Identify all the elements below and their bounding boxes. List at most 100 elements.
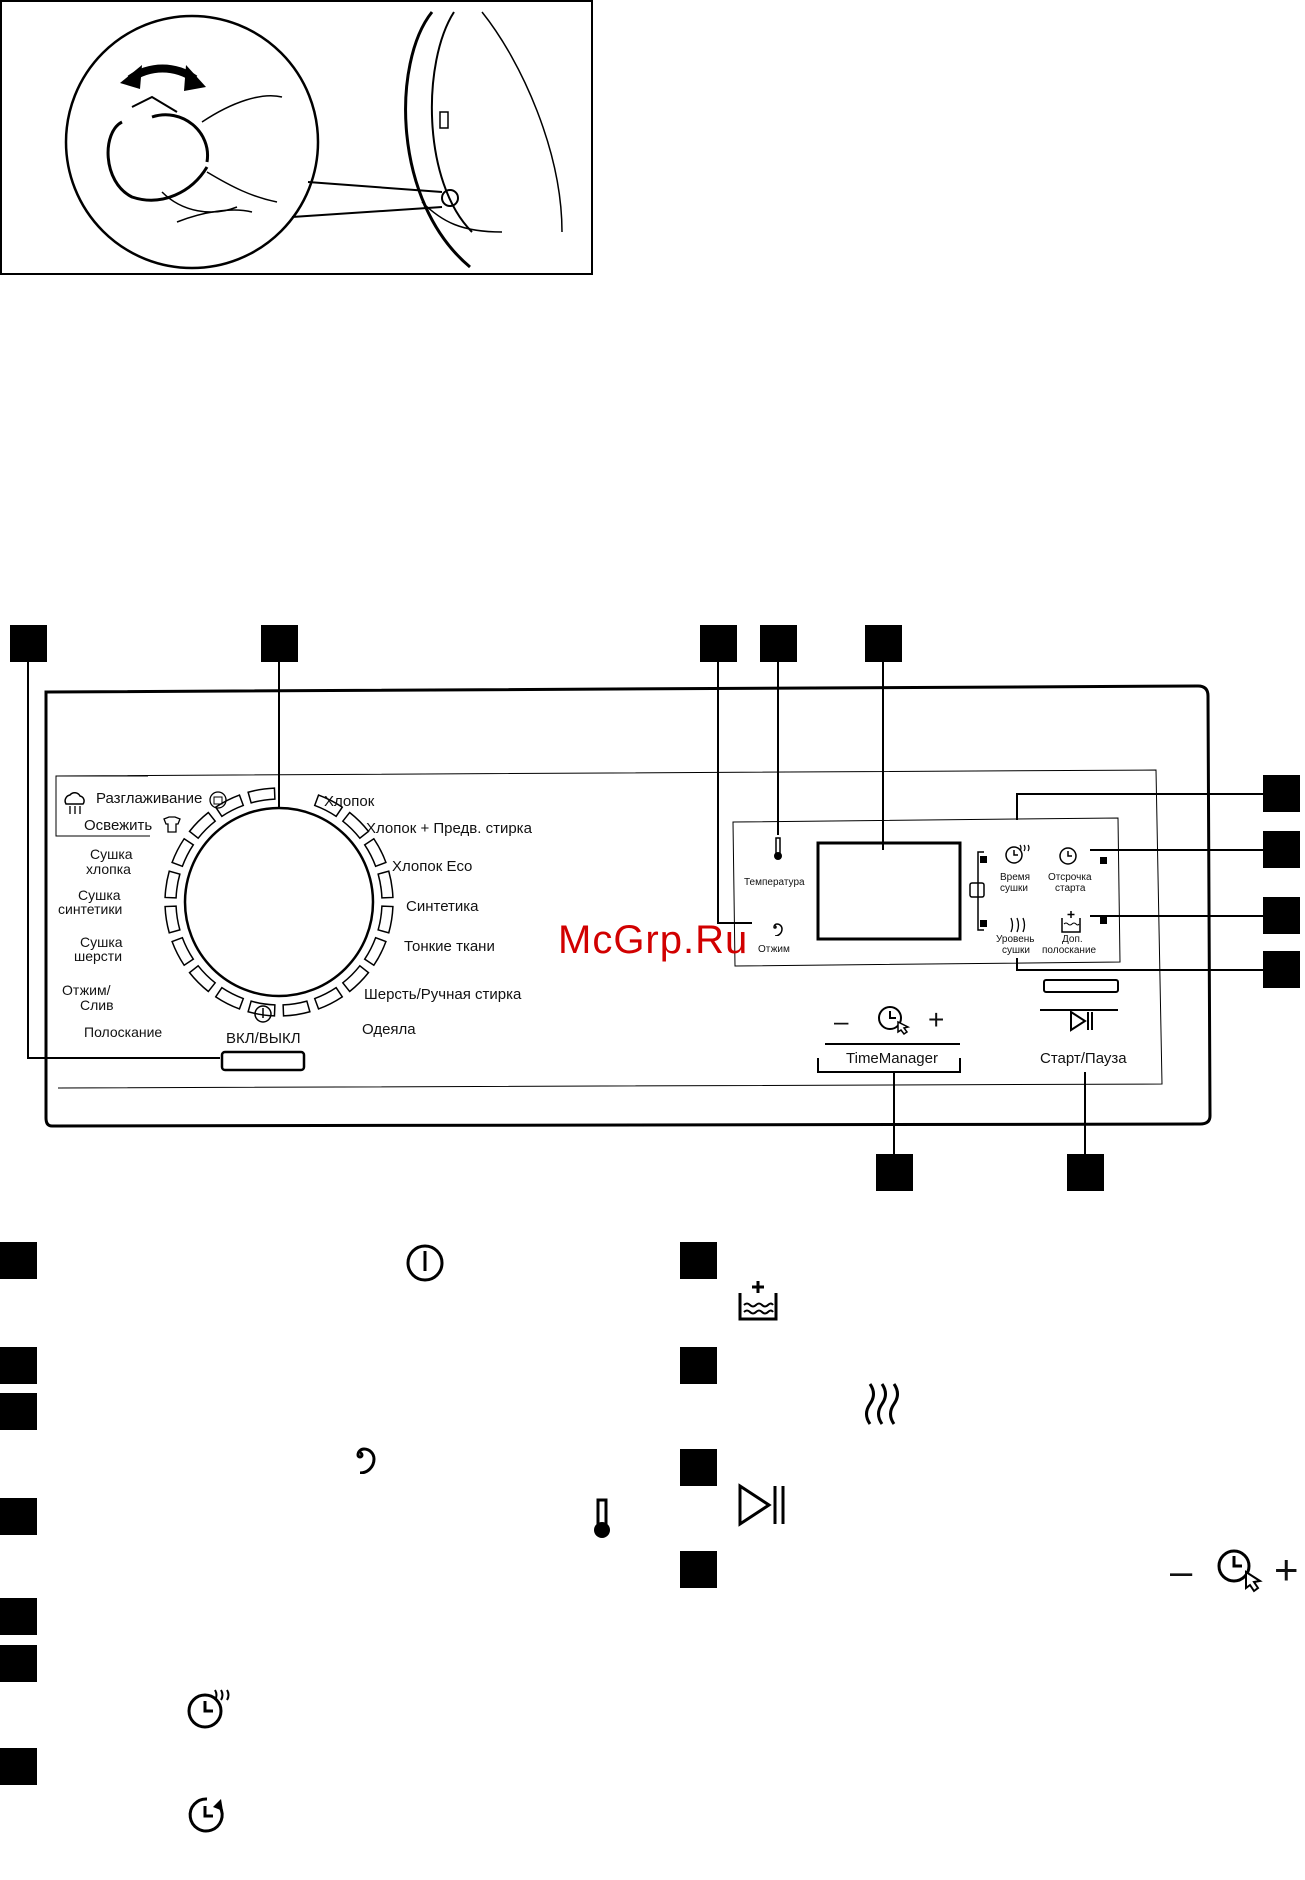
- refresh-shirt-icon: [163, 816, 181, 833]
- callout-10: [876, 1154, 913, 1191]
- program-hlopok-pred: Хлопок + Предв. стирка: [366, 820, 532, 837]
- dial-segment: [282, 1000, 311, 1017]
- spin-button[interactable]: [740, 912, 810, 957]
- dial-segment: [377, 870, 394, 899]
- time-plus: +: [928, 1004, 945, 1035]
- dial-segment: [341, 964, 370, 993]
- dry-time-icon-legend: [187, 1689, 230, 1729]
- temperature-button[interactable]: [740, 832, 810, 892]
- program-hlopok: Хлопок: [324, 793, 375, 810]
- dial-segment: [164, 905, 181, 934]
- legend-marker-3: [0, 1393, 37, 1430]
- time-manager-icon: [878, 1006, 911, 1036]
- program-hlopok-eco: Хлопок Eco: [392, 858, 473, 875]
- dial-segment: [363, 936, 387, 967]
- delay-label-1: Отсрочка: [1048, 872, 1092, 883]
- legend-marker-1: [0, 1242, 37, 1279]
- steam-icon: [64, 792, 85, 814]
- legend-marker-2: [0, 1347, 37, 1384]
- dry-level-label-1: Уровень: [996, 934, 1035, 945]
- legend-marker-11: [680, 1551, 717, 1588]
- start-pause-icon-legend: [738, 1483, 785, 1527]
- dry-time-label-1: Время: [1000, 872, 1031, 883]
- program-otzhim-1: Отжим/: [62, 982, 111, 998]
- on-off-button[interactable]: [222, 1052, 304, 1070]
- start-pause-button[interactable]: [1040, 1004, 1118, 1046]
- dial-segment: [164, 870, 181, 899]
- legend-marker-8: [680, 1242, 717, 1279]
- program-sintetika: Синтетика: [406, 898, 479, 915]
- callout-2: [261, 625, 298, 662]
- dry-time-icon: [1005, 844, 1030, 864]
- legend-plus: +: [1274, 1546, 1299, 1593]
- dial-segment: [214, 794, 245, 818]
- callout-3: [700, 625, 737, 662]
- dial-segment: [363, 837, 387, 868]
- extra-rinse-icon: [1061, 911, 1081, 933]
- delay-start-button[interactable]: [1046, 840, 1098, 896]
- rotate-arrow-icon: [120, 64, 206, 91]
- callout-5: [865, 625, 902, 662]
- legend-minus: –: [1170, 1550, 1193, 1594]
- time-manager-button[interactable]: [825, 1004, 960, 1046]
- legend-marker-7: [0, 1748, 37, 1785]
- callout-6: [1263, 775, 1300, 812]
- time-manager-icon-legend: [1217, 1549, 1263, 1593]
- delay-start-icon: [1059, 847, 1077, 865]
- dial-segment: [171, 837, 195, 868]
- dry-time-label-2: сушки: [1000, 883, 1028, 894]
- callout-4: [760, 625, 797, 662]
- program-sushka-hlopka-2: хлопка: [86, 861, 131, 877]
- extra-rinse-button[interactable]: [1040, 908, 1100, 958]
- thermometer-icon-legend: [594, 1498, 610, 1538]
- shirt-icon: [209, 791, 227, 809]
- temperature-label: Температура: [744, 877, 805, 888]
- rinse-label-1: Доп.: [1062, 934, 1083, 945]
- spin-icon-legend: [356, 1447, 376, 1474]
- dial-segment: [171, 936, 195, 967]
- program-otzhim-2: Слив: [80, 997, 114, 1013]
- dial-segment: [188, 964, 217, 993]
- legend-marker-9: [680, 1347, 717, 1384]
- program-sushka-shersti-1: Сушка: [80, 934, 123, 950]
- drain-filter-figure: [0, 0, 593, 275]
- program-razglazhivanie: Разглаживание: [96, 790, 203, 807]
- dial-segment: [377, 905, 394, 934]
- dry-time-button[interactable]: [996, 840, 1044, 896]
- start-pause-icon: [1070, 1010, 1093, 1032]
- time-manager-label: TimeManager: [846, 1050, 938, 1067]
- dial-segment: [214, 986, 245, 1010]
- callout-11: [1067, 1154, 1104, 1191]
- program-sushka-hlopka-1: Сушка: [90, 846, 133, 862]
- legend-marker-5: [0, 1598, 37, 1635]
- dial-segment: [247, 787, 276, 804]
- legend-marker-10: [680, 1449, 717, 1486]
- program-poloskanie: Полоскание: [84, 1024, 163, 1040]
- power-icon: [406, 1244, 444, 1282]
- spin-label: Отжим: [758, 944, 790, 955]
- dry-level-label-2: сушки: [1002, 945, 1030, 956]
- callout-9: [1263, 951, 1300, 988]
- legend-marker-4: [0, 1498, 37, 1535]
- program-sushka-shersti-2: шерсти: [74, 948, 123, 964]
- legend-marker-6: [0, 1645, 37, 1682]
- start-pause-label: Старт/Пауза: [1040, 1050, 1127, 1067]
- dial-segment: [313, 986, 344, 1010]
- spin-icon: [773, 923, 783, 936]
- dry-level-icon-legend: [865, 1383, 899, 1425]
- watermark: McGrp.Ru: [558, 918, 749, 962]
- callout-7: [1263, 831, 1300, 868]
- thermometer-icon: [774, 837, 782, 860]
- on-off-label: ВКЛ/ВЫКЛ: [226, 1030, 301, 1047]
- delay-label-2: старта: [1055, 883, 1086, 894]
- time-minus: –: [834, 1006, 849, 1036]
- dry-level-button[interactable]: [996, 908, 1044, 958]
- program-odeyala: Одеяла: [362, 1021, 416, 1038]
- dry-level-icon: [1010, 917, 1026, 933]
- dial-segment: [341, 811, 370, 840]
- program-tonkie: Тонкие ткани: [404, 938, 495, 955]
- program-sherst: Шерсть/Ручная стирка: [364, 986, 522, 1003]
- right-small-button[interactable]: [1044, 980, 1118, 992]
- dial-segment: [188, 811, 217, 840]
